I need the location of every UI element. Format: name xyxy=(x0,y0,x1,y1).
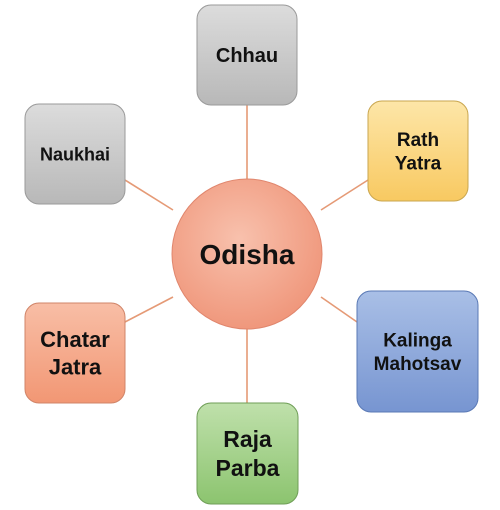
node-box-naukhai xyxy=(24,103,126,205)
node-naukhai: Naukhai xyxy=(24,103,126,205)
center-circle xyxy=(171,178,323,330)
node-label-kalinga-mahotsav-line-1: Kalinga xyxy=(383,330,452,351)
node-label-raja-parba-line-1: Raja xyxy=(223,426,272,452)
node-box-rath-yatra xyxy=(367,100,469,202)
connector-kalinga-mahotsav xyxy=(320,296,358,323)
connector-chatar-jatra xyxy=(124,296,174,323)
node-box-chhau xyxy=(196,4,298,106)
connectors xyxy=(124,105,369,403)
node-box-raja-parba xyxy=(196,402,299,505)
node-label-chhau-line-1: Chhau xyxy=(216,45,278,67)
node-chhau: Chhau xyxy=(196,4,298,106)
connector-naukhai xyxy=(124,179,174,211)
node-box-chatar-jatra xyxy=(24,302,126,404)
center-node: Odisha xyxy=(171,178,323,330)
node-box-kalinga-mahotsav xyxy=(356,290,479,413)
node-label-chatar-jatra-line-1: Chatar xyxy=(40,327,110,352)
center-label: Odisha xyxy=(200,239,295,270)
connector-rath-yatra xyxy=(320,179,369,211)
node-label-naukhai-line-1: Naukhai xyxy=(40,144,110,164)
node-label-chatar-jatra-line-2: Jatra xyxy=(49,354,102,379)
node-label-rath-yatra-line-2: Yatra xyxy=(395,154,442,175)
node-label-rath-yatra-line-1: Rath xyxy=(397,130,439,151)
node-label-raja-parba-line-2: Parba xyxy=(216,455,280,481)
node-label-kalinga-mahotsav-line-2: Mahotsav xyxy=(374,354,462,375)
